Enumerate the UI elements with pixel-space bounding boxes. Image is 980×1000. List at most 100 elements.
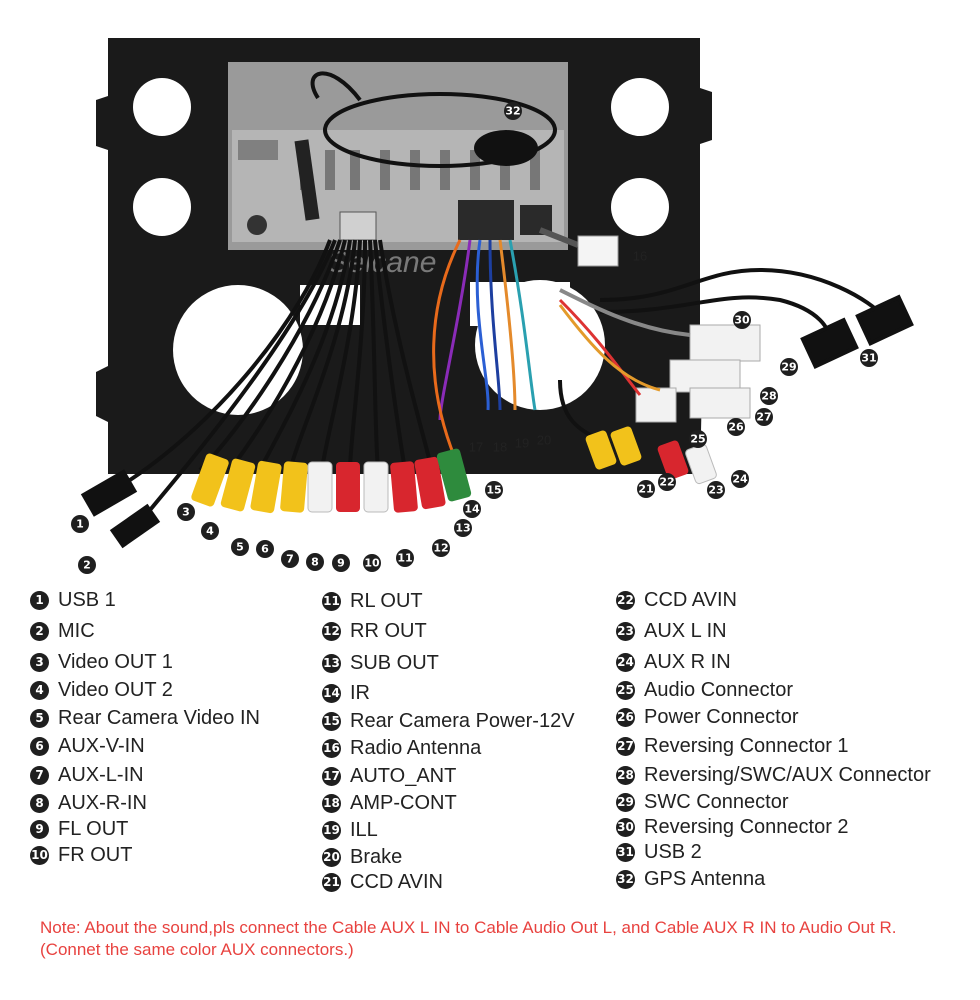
callout-29: 29 [780, 358, 798, 376]
left-cable-bundle [128, 239, 434, 512]
callout-7: 7 [281, 550, 299, 568]
callout-18: 18 [493, 440, 507, 455]
callouts: 1 2 3 4 5 6 7 8 9 10 11 12 13 14 15 16 1… [71, 102, 878, 574]
callout-19: 19 [515, 436, 529, 451]
callout-5: 5 [231, 538, 249, 556]
callout-24: 24 [731, 470, 749, 488]
svg-text:20: 20 [537, 433, 551, 448]
radio-antenna-plug [538, 227, 619, 267]
callout-16: 16 [633, 249, 647, 264]
usb1-mic-plugs [80, 469, 161, 549]
svg-text:23: 23 [708, 484, 723, 497]
svg-text:9: 9 [337, 557, 345, 570]
svg-text:30: 30 [734, 314, 750, 327]
callout-25: 25 [689, 430, 707, 448]
callout-28: 28 [760, 387, 778, 405]
callout-1: 1 [71, 515, 89, 533]
callout-13: 13 [454, 519, 472, 537]
callout-26: 26 [727, 418, 745, 436]
svg-text:8: 8 [311, 556, 319, 569]
rca-plug-row [191, 448, 472, 514]
svg-text:25: 25 [690, 433, 705, 446]
svg-text:18: 18 [493, 440, 507, 455]
callout-23: 23 [707, 481, 725, 499]
gps-antenna [310, 71, 557, 168]
svg-text:22: 22 [659, 476, 674, 489]
callout-8: 8 [306, 553, 324, 571]
sound-connection-note: Note: About the sound,pls connect the Ca… [40, 918, 897, 959]
callout-27: 27 [755, 408, 773, 426]
svg-text:2: 2 [83, 559, 91, 572]
svg-text:3: 3 [182, 506, 190, 519]
svg-text:1: 1 [76, 518, 84, 531]
svg-text:11: 11 [397, 552, 412, 565]
svg-text:14: 14 [464, 503, 480, 516]
svg-text:6: 6 [261, 543, 269, 556]
svg-text:24: 24 [732, 473, 748, 486]
svg-text:16: 16 [633, 249, 647, 264]
wiring-diagram: Seicane [71, 38, 914, 574]
svg-text:15: 15 [486, 484, 501, 497]
harness-wires [432, 239, 537, 471]
svg-text:13: 13 [455, 522, 470, 535]
svg-text:29: 29 [781, 361, 796, 374]
svg-text:10: 10 [364, 557, 380, 570]
callout-30: 30 [733, 311, 751, 329]
callout-6: 6 [256, 540, 274, 558]
usb2-cables [599, 267, 914, 369]
callout-20: 20 [537, 433, 551, 448]
svg-text:5: 5 [236, 541, 244, 554]
callout-21: 21 [637, 480, 655, 498]
svg-text:19: 19 [515, 436, 529, 451]
svg-text:21: 21 [638, 483, 653, 496]
callout-12: 12 [432, 539, 450, 557]
callout-14: 14 [463, 500, 481, 518]
callout-32: 32 [504, 102, 522, 120]
callout-31: 31 [860, 349, 878, 367]
callout-9: 9 [332, 554, 350, 572]
callout-15: 15 [485, 481, 503, 499]
svg-text:31: 31 [861, 352, 876, 365]
svg-text:28: 28 [761, 390, 776, 403]
svg-text:12: 12 [433, 542, 448, 555]
svg-text:27: 27 [756, 411, 771, 424]
callout-17: 17 [469, 440, 483, 455]
svg-text:4: 4 [206, 525, 214, 538]
callout-2: 2 [78, 556, 96, 574]
callout-10: 10 [363, 554, 381, 572]
svg-text:26: 26 [728, 421, 744, 434]
svg-text:32: 32 [505, 105, 520, 118]
white-connectors [558, 288, 761, 423]
